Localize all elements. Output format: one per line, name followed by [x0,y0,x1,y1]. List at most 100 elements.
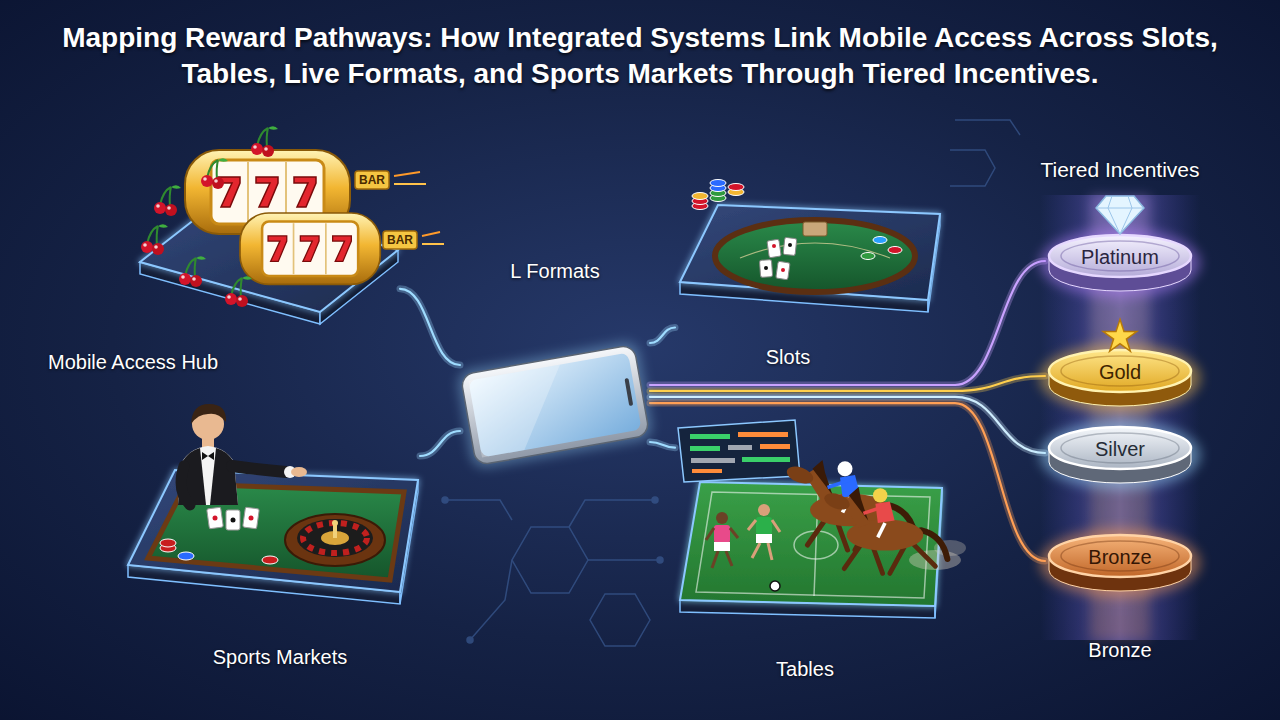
tier-label: Gold [1099,360,1141,384]
players [716,512,728,524]
players [712,551,718,568]
bar-tab [422,243,444,245]
live-chips [160,539,176,547]
players [748,504,780,560]
star-icon [1103,319,1137,351]
coin-face [1049,535,1191,577]
race-horses [822,487,947,573]
race-horses [785,460,966,573]
race-horses [878,523,885,537]
card-table [861,253,875,260]
card-table [776,261,790,280]
race-horses [863,506,885,513]
diamond-icon [1096,196,1144,234]
coin-face [1049,235,1191,277]
slots-platform [140,198,398,312]
odds-screen [691,458,735,463]
dealer-figure [178,446,238,505]
live-platform [128,470,418,592]
label-holder: BAR [0,0,26,16]
slot-reel [256,177,278,207]
dealer-figure [232,466,286,472]
slot-reel [300,236,319,262]
card-table [781,268,785,272]
players [706,528,714,540]
chip-stacks [692,180,744,210]
bar-tab [355,171,444,249]
coin-glow [1039,343,1201,413]
connector-line [650,328,675,344]
coin-glow [1039,420,1201,490]
players [768,543,772,560]
card-table [772,244,776,248]
phone-glow [456,340,655,470]
tier-coin: Silver [1045,422,1195,484]
label-holder: BAR [0,0,26,16]
odds-screen [692,469,722,473]
dealer-cards [226,510,240,530]
tier-label: Platinum [1081,245,1159,269]
diamond-icon [1096,196,1144,234]
tier-label: Silver [1095,437,1145,461]
players [756,534,772,543]
slots-tile: Mobile Access Hub [40,140,400,380]
flow-connector [650,328,675,344]
connector-glow [420,431,460,456]
cherry-icons [141,224,168,255]
race-horses [828,480,851,488]
dealer-cards [213,516,218,521]
connector-line [420,431,460,456]
connector-glow [400,289,460,365]
players [730,528,738,538]
connector-line [650,261,1045,385]
connector-line [650,403,1045,561]
diamond-icon [1096,196,1144,234]
odds-screen [690,434,730,439]
players [714,525,730,543]
race-horses [875,501,894,523]
flow-connector [420,431,460,456]
phone-frame [460,344,649,465]
coin-glow [1039,228,1201,298]
tier-column: PlatinumGoldSilverBronzeTiered Incentive… [1030,150,1210,630]
tier-coin: Platinum [1045,230,1195,292]
tile-label: L Formats [510,259,599,283]
cherry-icons [225,276,252,307]
card-table [783,237,797,255]
card-table [715,220,915,292]
circuit-traces [442,497,448,503]
roulette-wheel [332,520,338,526]
tier-glow-column [1040,195,1200,640]
bar-tab [383,231,417,249]
table-platform [680,205,940,300]
card-table [759,260,772,278]
connector-glow [650,403,1045,561]
tier-caption: Bronze [1088,638,1151,662]
tile-label: Sports Markets [213,645,347,669]
coin-glow [1039,528,1201,598]
table-platform [680,205,940,312]
players [706,504,780,591]
dealer-figure [210,448,238,505]
dealer-figure [291,467,307,477]
players [752,543,760,558]
tile-label: Tables [776,657,834,681]
odds-screen [678,420,800,482]
coin-inner-ring [1061,541,1179,571]
players [706,512,738,568]
phone-shape [460,255,650,475]
circuit-traces [652,497,658,503]
card-table [788,243,792,247]
slot-reel [293,223,295,274]
players [748,520,756,530]
bar-tab [394,183,426,185]
live-chips [160,539,278,564]
slot-reel [294,177,316,207]
phone-notch [624,378,633,406]
connector-line [400,289,460,365]
dealer-figure [202,452,214,460]
players [726,551,732,566]
cherry-icons [201,158,228,189]
roulette-wheel [333,524,337,538]
